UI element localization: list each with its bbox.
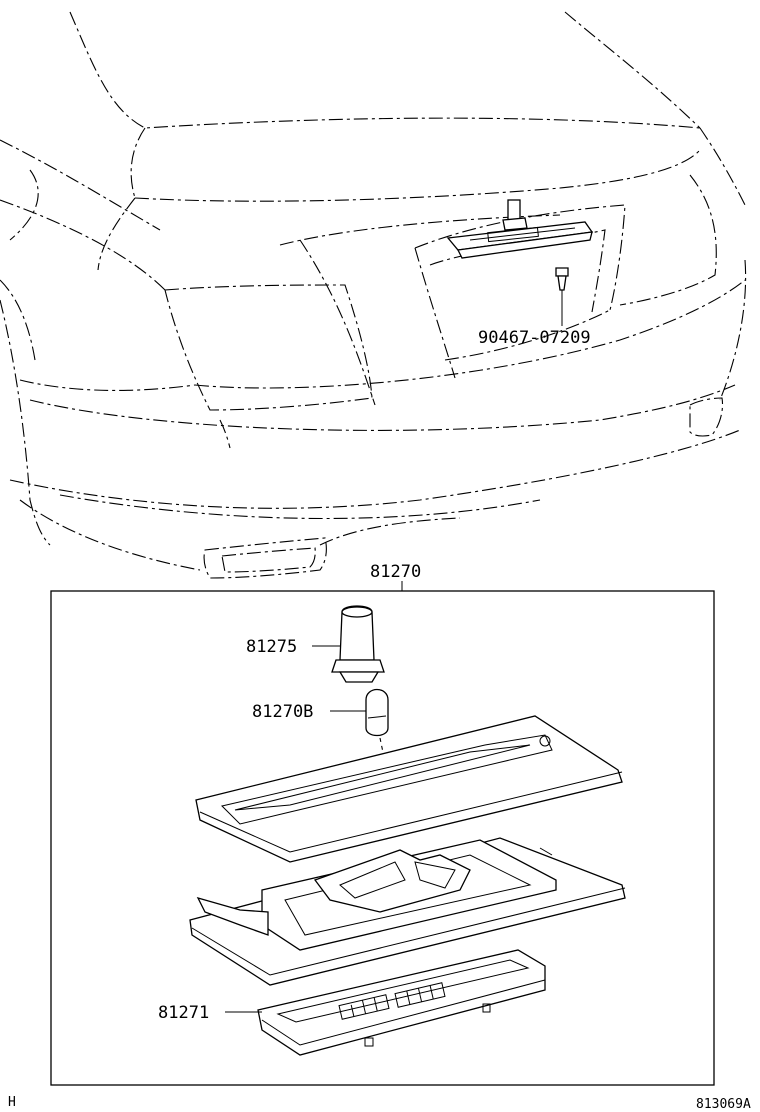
bulb-81270B: [330, 688, 396, 811]
screw-90467: [555, 267, 569, 326]
lamp-housing: [189, 837, 626, 986]
gasket: [195, 715, 623, 863]
assembly-frame: [50, 581, 715, 1086]
figure-id: 813069A: [696, 1097, 751, 1112]
footer-left-mark: H: [8, 1095, 16, 1110]
lamp-on-vehicle: [446, 199, 594, 259]
callout-socket: 81275: [246, 637, 297, 657]
callout-bulb: 81270B: [252, 702, 313, 722]
vehicle-rear-outline: [0, 11, 747, 579]
callout-bolt: 90467-07209: [478, 328, 591, 348]
socket-81275: [312, 605, 385, 683]
callout-lens: 81271: [158, 1003, 209, 1023]
lens-81271: [225, 949, 546, 1056]
callout-assembly: 81270: [370, 562, 421, 582]
